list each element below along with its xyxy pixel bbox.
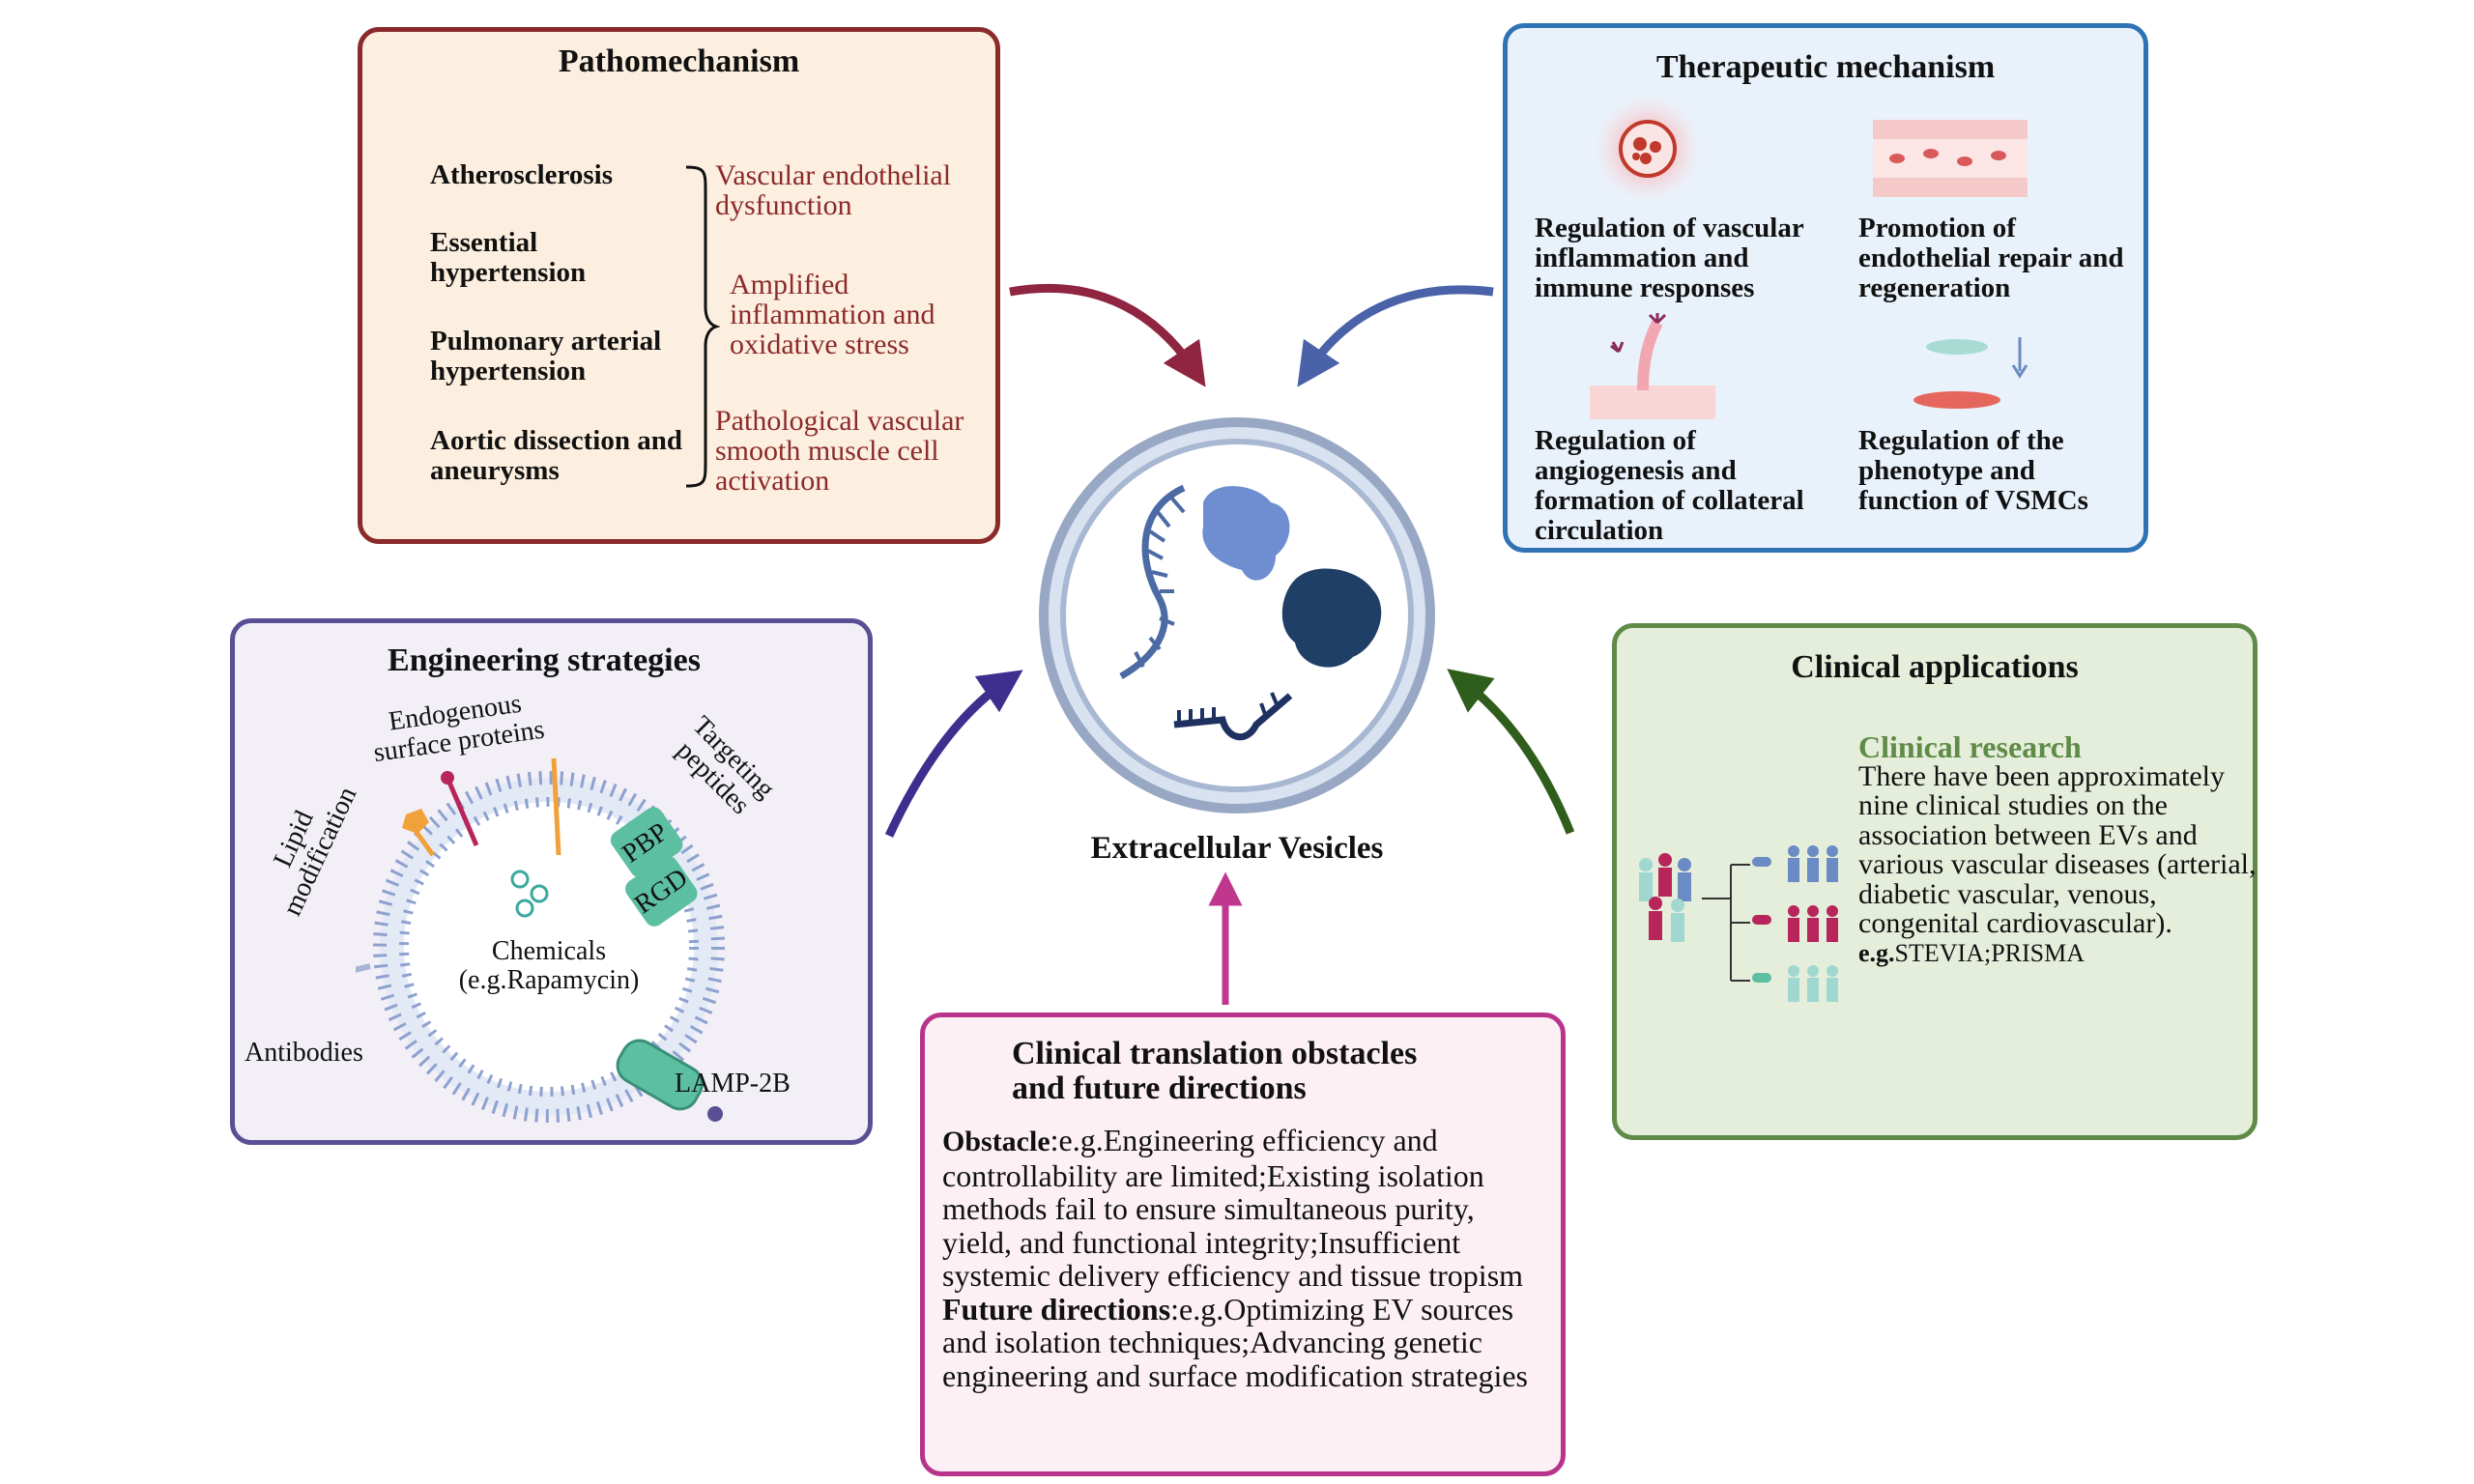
- extracellular-vesicle-icon: [1039, 417, 1435, 813]
- disease-aortic: Aortic dissection and aneurysms: [430, 425, 682, 486]
- obstacles-title: Clinical translation obstacles and futur…: [1012, 1036, 1418, 1106]
- therapeutic-item-inflammation: Regulation of vascular inflammation and …: [1535, 213, 1804, 303]
- obstacles-panel: Clinical translation obstacles and futur…: [920, 1013, 1566, 1476]
- label-chemicals: Chemicals (e.g.Rapamycin): [458, 936, 640, 995]
- clinical-research-text: There have been approximately nine clini…: [1858, 759, 2257, 939]
- arrow-therapeutic: [1297, 285, 1494, 387]
- therapeutic-item-endothelial: Promotion of endothelial repair and rege…: [1858, 213, 2124, 303]
- inflammation-cell-icon: [1592, 93, 1704, 205]
- mech-inflammation: Amplified inflammation and oxidative str…: [730, 269, 935, 360]
- therapeutic-panel: Therapeutic mechanism Regulation of vasc…: [1503, 23, 2148, 553]
- disease-pah: Pulmonary arterial hypertension: [430, 326, 662, 386]
- future-text: :e.g.Optimizing EV sources and isolation…: [942, 1291, 1528, 1393]
- therapeutic-title: Therapeutic mechanism: [1655, 49, 1996, 85]
- clinical-example-prefix: e.g.: [1858, 938, 1895, 967]
- pathomechanism-title: Pathomechanism: [558, 43, 800, 79]
- clinical-research-block: Clinical research There have been approx…: [1858, 729, 2264, 969]
- disease-atherosclerosis: Atherosclerosis: [430, 159, 614, 190]
- clinical-example-text: STEVIA;PRISMA: [1894, 938, 2086, 967]
- future-label: Future directions: [942, 1291, 1171, 1327]
- clinical-research-heading: Clinical research: [1858, 729, 2082, 764]
- label-lipid: Lipid modification: [268, 782, 363, 921]
- arrow-pathomechanism: [1009, 283, 1206, 387]
- therapeutic-item-vsmc: Regulation of the phenotype and function…: [1858, 425, 2088, 516]
- vsmc-phenotype-icon: [1913, 337, 2028, 409]
- patient-stratification-icon: [1639, 845, 1838, 1002]
- mech-endothelial: Vascular endothelial dysfunction: [715, 159, 952, 221]
- clinical-example: e.g.STEVIA;PRISMA: [1858, 939, 2264, 969]
- engineering-title: Engineering strategies: [388, 642, 701, 678]
- arrow-engineering: [884, 670, 1023, 838]
- angiogenesis-icon: [1590, 313, 1715, 419]
- engineering-panel: Engineering strategies Endogenous surfac…: [230, 618, 873, 1145]
- label-antibodies: Antibodies: [245, 1038, 363, 1068]
- label-lamp2b: LAMP-2B: [675, 1069, 791, 1099]
- pathomechanism-panel: Pathomechanism Atherosclerosis Essential…: [358, 27, 1000, 544]
- mech-vsmc: Pathological vascular smooth muscle cell…: [715, 405, 964, 497]
- center-label: Extracellular Vesicles: [1090, 831, 1384, 866]
- obstacle-label: Obstacle: [942, 1126, 1050, 1157]
- endothelium-icon: [1873, 120, 2028, 197]
- clinical-panel: Clinical applications Clinical research …: [1612, 623, 2258, 1140]
- disease-essential-hypertension: Essential hypertension: [430, 227, 587, 288]
- brace-icon: [685, 165, 720, 488]
- obstacles-body: Obstacle:e.g.Engineering efficiency and …: [942, 1124, 1551, 1392]
- obstacle-text: :e.g.Engineering efficiency and controll…: [942, 1123, 1524, 1293]
- therapeutic-item-angiogenesis: Regulation of angiogenesis and formation…: [1535, 425, 1804, 546]
- arrow-clinical: [1447, 669, 1575, 835]
- clinical-title: Clinical applications: [1791, 649, 2079, 685]
- engineered-vesicle-icon: [356, 757, 725, 1123]
